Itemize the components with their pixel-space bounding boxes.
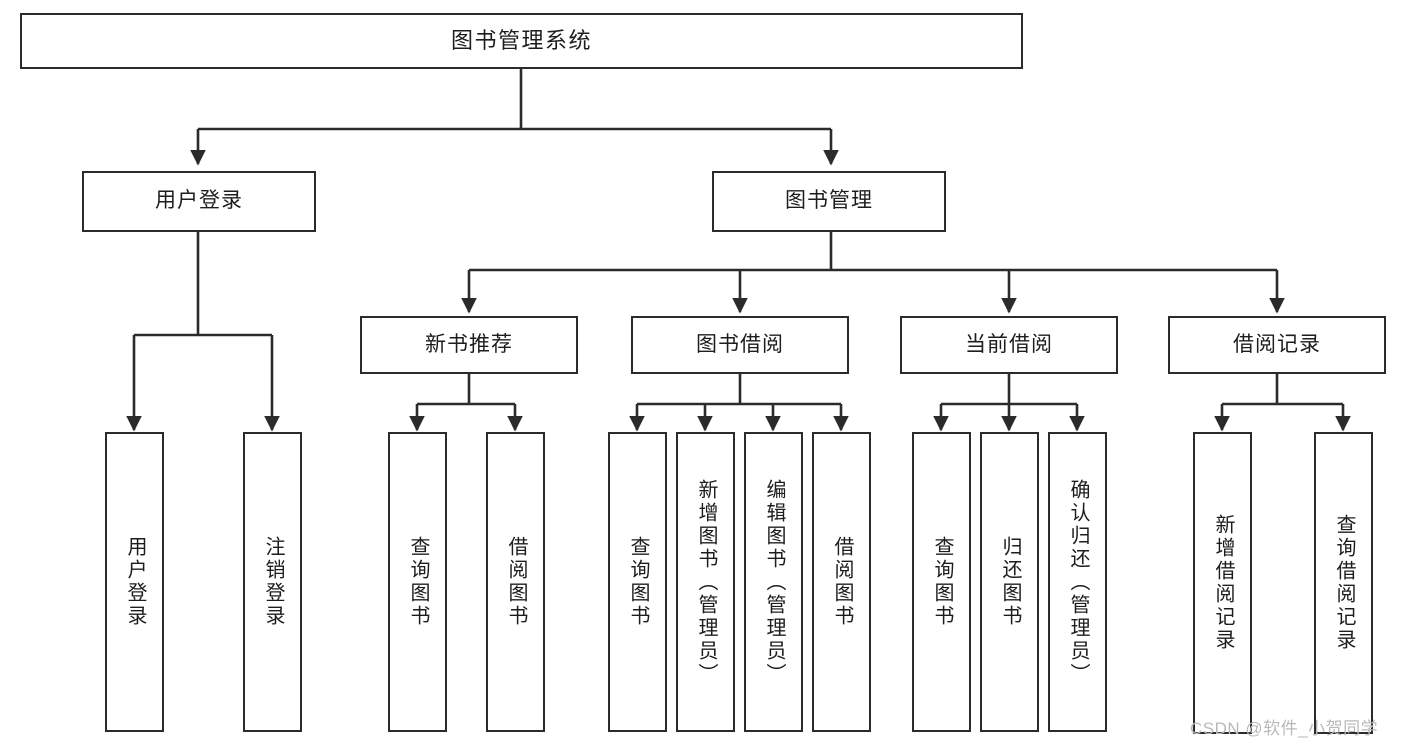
- leaf-current-confirm-return[interactable]: 确认归还（管理员）: [1048, 432, 1107, 732]
- leaf-newbook-query-label: 查询图书: [407, 536, 429, 628]
- leaf-current-return[interactable]: 归还图书: [980, 432, 1039, 732]
- node-borrow-records-label: 借阅记录: [1233, 332, 1321, 356]
- leaf-borrow-edit-book[interactable]: 编辑图书（管理员）: [744, 432, 803, 732]
- node-book-borrow-label: 图书借阅: [696, 332, 784, 356]
- node-root[interactable]: 图书管理系统: [20, 13, 1023, 69]
- leaf-newbook-query[interactable]: 查询图书: [388, 432, 447, 732]
- leaf-borrow-query[interactable]: 查询图书: [608, 432, 667, 732]
- leaf-current-confirm-return-label: 确认归还（管理员）: [1067, 478, 1089, 686]
- node-current-borrow-label: 当前借阅: [965, 332, 1053, 356]
- node-new-book-recommend-label: 新书推荐: [425, 332, 513, 356]
- leaf-borrow-add-book[interactable]: 新增图书（管理员）: [676, 432, 735, 732]
- leaf-borrow-add-book-label: 新增图书（管理员）: [695, 478, 717, 686]
- leaf-user-login-signout[interactable]: 注销登录: [243, 432, 302, 732]
- leaf-user-login-signin-label: 用户登录: [124, 536, 146, 628]
- leaf-records-add-label: 新增借阅记录: [1212, 514, 1234, 652]
- node-current-borrow[interactable]: 当前借阅: [900, 316, 1118, 374]
- leaf-current-query[interactable]: 查询图书: [912, 432, 971, 732]
- leaf-newbook-borrow[interactable]: 借阅图书: [486, 432, 545, 732]
- leaf-user-login-signin[interactable]: 用户登录: [105, 432, 164, 732]
- leaf-borrow-borrow-book-label: 借阅图书: [831, 536, 853, 628]
- leaf-records-query-label: 查询借阅记录: [1333, 514, 1355, 652]
- leaf-records-add[interactable]: 新增借阅记录: [1193, 432, 1252, 734]
- node-user-login[interactable]: 用户登录: [82, 171, 316, 232]
- leaf-newbook-borrow-label: 借阅图书: [505, 536, 527, 628]
- node-root-label: 图书管理系统: [450, 28, 592, 54]
- node-book-borrow[interactable]: 图书借阅: [631, 316, 849, 374]
- node-borrow-records[interactable]: 借阅记录: [1168, 316, 1386, 374]
- node-book-management-label: 图书管理: [785, 189, 873, 213]
- node-user-login-label: 用户登录: [155, 189, 243, 213]
- leaf-borrow-borrow-book[interactable]: 借阅图书: [812, 432, 871, 732]
- leaf-borrow-query-label: 查询图书: [627, 536, 649, 628]
- leaf-borrow-edit-book-label: 编辑图书（管理员）: [763, 478, 785, 686]
- node-book-management[interactable]: 图书管理: [712, 171, 946, 232]
- leaf-current-query-label: 查询图书: [931, 536, 953, 628]
- leaf-current-return-label: 归还图书: [999, 536, 1021, 628]
- leaf-user-login-signout-label: 注销登录: [262, 536, 284, 628]
- leaf-records-query[interactable]: 查询借阅记录: [1314, 432, 1373, 734]
- node-new-book-recommend[interactable]: 新书推荐: [360, 316, 578, 374]
